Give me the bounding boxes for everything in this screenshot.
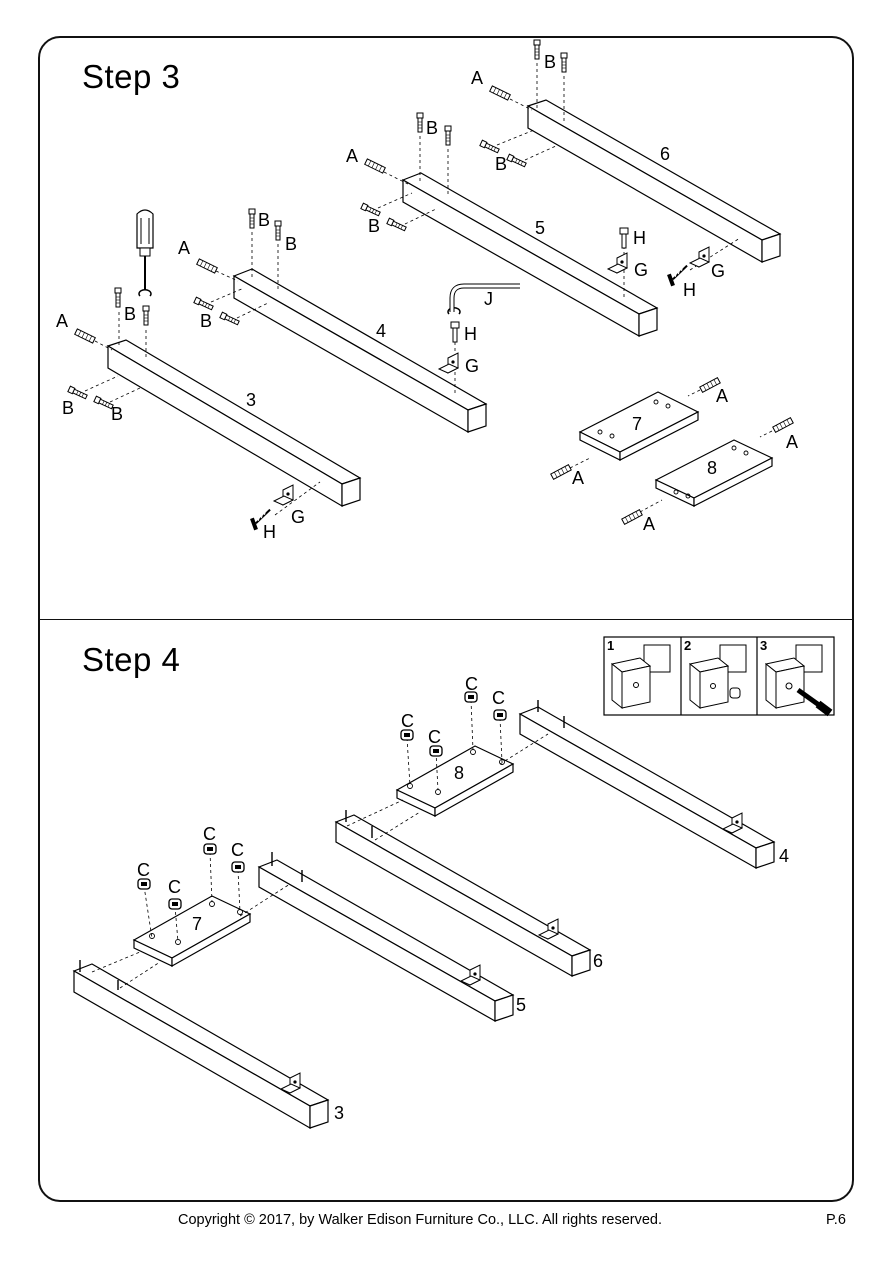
rail-5 [257,859,515,1023]
rail-5 [401,172,659,338]
step-3-title: Step 3 [82,58,181,95]
rail-3 [72,963,330,1130]
part-number-5: 5 [535,218,545,238]
step-divider [39,619,853,620]
part-number-6: 6 [660,144,670,164]
label-b: B [62,398,74,418]
label-a: A [56,311,68,331]
label-a: A [643,514,655,534]
copyright-text: Copyright © 2017, by Walker Edison Furni… [178,1212,663,1228]
label-g: G [711,261,725,281]
part-number-3: 3 [246,390,256,410]
label-h: H [464,324,477,344]
label-b: B [285,234,297,254]
inset-step-2: 2 [684,638,691,653]
label-h: H [683,280,696,300]
rail-6 [334,814,592,978]
label-b: B [124,304,136,324]
step-3-diagram: B A B A B B B B A B B A B B H G G H J H … [56,39,798,542]
label-b: B [200,311,212,331]
step-4-title: Step 4 [82,641,181,678]
label-h: H [263,522,276,542]
label-c: C [168,877,181,897]
part-number-3: 3 [334,1103,344,1123]
part-number-4: 4 [376,321,386,341]
label-g: G [291,507,305,527]
label-b: B [258,210,270,230]
screwdriver-icon [136,209,154,290]
rail-4 [232,268,488,434]
inset-step-3: 3 [760,638,767,653]
panel-7 [578,391,700,461]
label-g: G [465,356,479,376]
label-a: A [346,146,358,166]
step-4-diagram: 1 2 3 [72,636,835,1130]
label-c: C [137,860,150,880]
label-a: A [471,68,483,88]
panel-8 [654,439,774,507]
label-a: A [178,238,190,258]
part-number-5: 5 [516,995,526,1015]
panel-7 [132,895,252,968]
page-number: P.6 [826,1212,846,1228]
part-number-6: 6 [593,951,603,971]
rail-3 [106,339,362,508]
inset-step-1: 1 [607,638,614,653]
label-c: C [428,727,441,747]
part-number-7: 7 [192,914,202,934]
label-j: J [484,289,493,309]
label-a: A [572,468,584,488]
label-b: B [495,154,507,174]
label-b: B [368,216,380,236]
cam-lock-inset: 1 2 3 [603,636,835,717]
label-a: A [716,386,728,406]
label-g: G [634,260,648,280]
panel-8 [395,745,515,818]
rail-6 [526,99,782,264]
label-c: C [401,711,414,731]
part-number-8: 8 [707,458,717,478]
label-c: C [231,840,244,860]
label-c: C [465,674,478,694]
label-a: A [786,432,798,452]
label-b: B [111,404,123,424]
part-number-7: 7 [632,414,642,434]
part-number-4: 4 [779,846,789,866]
label-b: B [426,118,438,138]
label-h: H [633,228,646,248]
label-c: C [203,824,216,844]
part-number-8: 8 [454,763,464,783]
rail-4 [518,706,776,870]
label-b: B [544,52,556,72]
label-c: C [492,688,505,708]
